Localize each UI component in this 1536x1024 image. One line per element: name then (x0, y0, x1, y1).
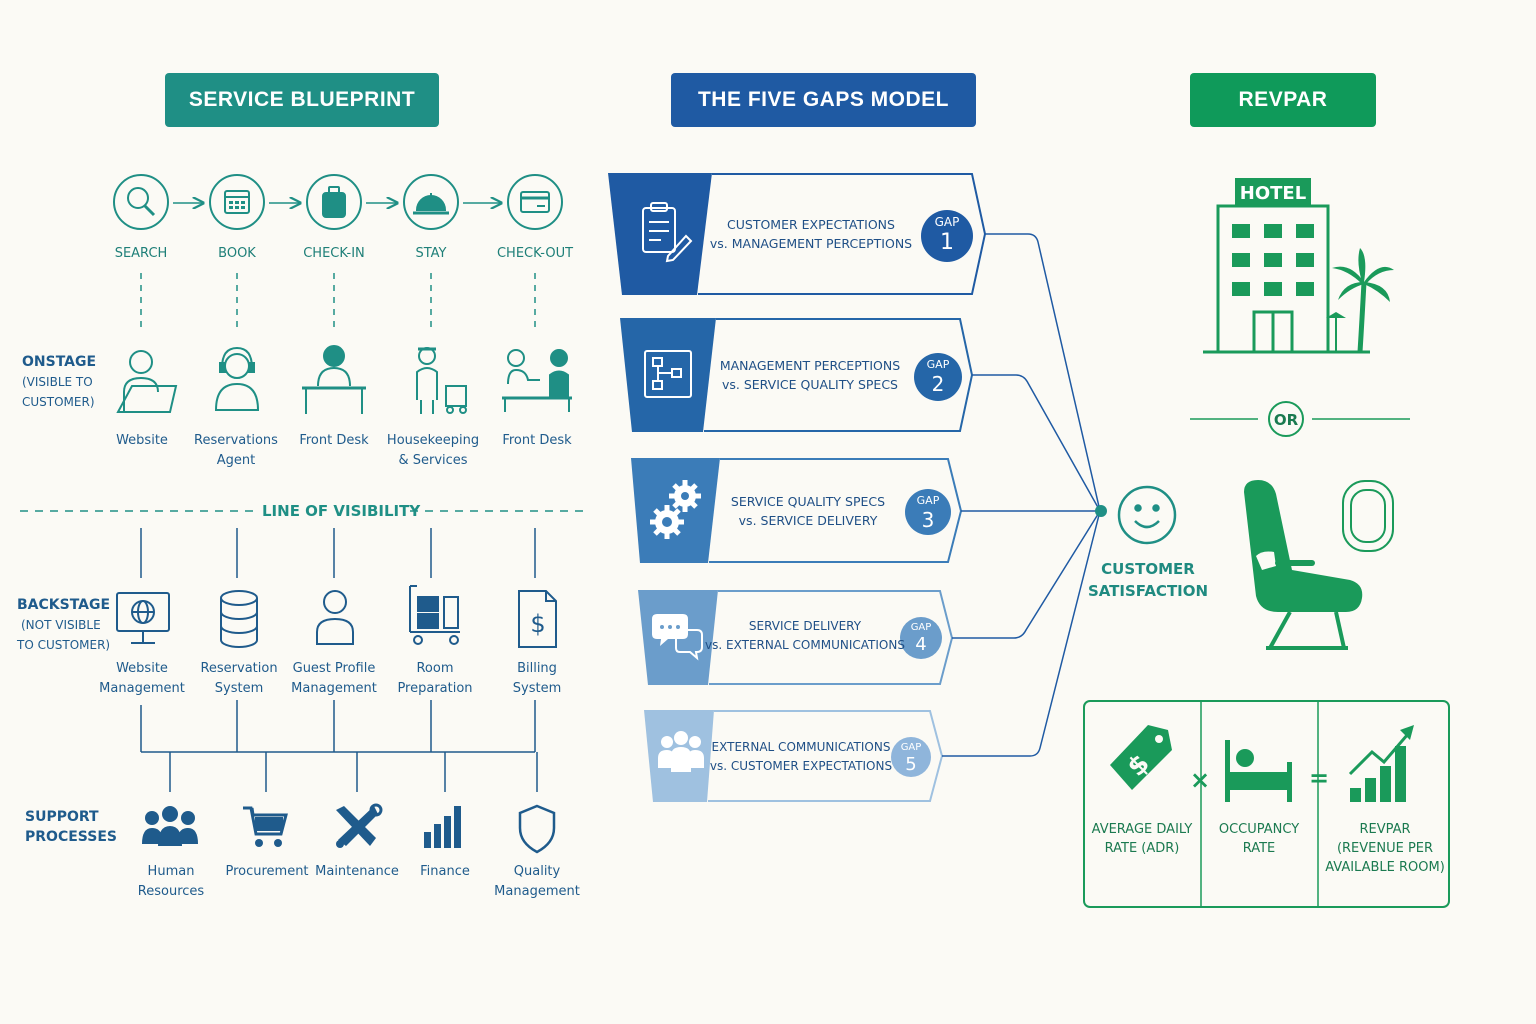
step-book-label: BOOK (218, 246, 256, 261)
support-maintenance-label: Maintenance (315, 864, 399, 879)
room-service-cart-icon (409, 585, 460, 645)
guest-profile-icon (316, 590, 354, 645)
gap-connectors (942, 233, 1101, 757)
revpar-formula-box (1083, 700, 1450, 908)
credit-card-icon (507, 174, 563, 230)
revpar-header: REVPAR (1190, 73, 1376, 127)
gap-2-row (620, 318, 974, 432)
airplane-seat-icon (1244, 480, 1363, 650)
housekeeper-cart-icon (416, 347, 467, 414)
database-icon (220, 590, 258, 648)
onstage-title: ONSTAGE (VISIBLE TO CUSTOMER) (22, 354, 97, 409)
calendar-icon (209, 174, 265, 230)
chat-bubbles-icon (652, 614, 703, 661)
backstage-title: BACKSTAGE (NOT VISIBLE TO CUSTOMER) (17, 597, 111, 652)
step-search-label: SEARCH (114, 246, 168, 261)
onstage-frontdesk-2-label: Front Desk (502, 433, 572, 448)
palm-tree-icon (1326, 248, 1394, 353)
checkout-desk-icon (502, 349, 572, 412)
smiley-face-icon (1117, 485, 1177, 545)
front-desk-clerk-icon (302, 345, 366, 414)
service-bell-icon (403, 174, 459, 230)
step-checkout-label: CHECK-OUT (496, 246, 574, 261)
human-resources-icon (142, 806, 198, 846)
finance-bar-chart-icon (424, 806, 461, 848)
connector-node (1095, 505, 1107, 517)
headset-agent-icon (214, 346, 260, 411)
website-management-icon (116, 592, 170, 644)
tools-icon (336, 803, 383, 848)
onstage-housekeeping-label: Housekeeping& Services (386, 433, 480, 468)
dollar-sign-icon: $ (530, 610, 545, 638)
hotel-bed-icon (1225, 740, 1292, 802)
shield-icon (518, 804, 556, 854)
clipboard-icon (642, 202, 693, 263)
flowchart-icon (644, 350, 692, 398)
gears-icon (650, 480, 701, 539)
five-gaps-header: THE FIVE GAPS MODEL (671, 73, 976, 127)
onstage-website-label: Website (116, 433, 168, 448)
equals-sign: = (1309, 764, 1329, 792)
price-tag-icon (1110, 725, 1172, 790)
person-laptop-icon (116, 350, 178, 413)
shopping-cart-icon (243, 806, 288, 847)
people-group-icon (658, 731, 704, 772)
airplane-window-icon (1342, 480, 1394, 552)
service-blueprint-header: SERVICE BLUEPRINT (165, 73, 439, 127)
hotel-sign: HOTEL (1240, 183, 1306, 204)
support-title: SUPPORT PROCESSES (25, 809, 117, 845)
or-label: OR (1274, 411, 1299, 429)
growth-chart-icon (1348, 725, 1414, 802)
gap-5-row (644, 710, 944, 802)
or-divider (1190, 401, 1410, 437)
onstage-frontdesk-label: Front Desk (299, 433, 369, 448)
step-checkin-label: CHECK-IN (303, 246, 365, 261)
step-stay-label: STAY (415, 246, 447, 261)
times-sign: × (1190, 766, 1210, 794)
support-finance-label: Finance (420, 864, 470, 879)
support-procurement-label: Procurement (225, 864, 309, 879)
gap-1-row (608, 173, 987, 295)
gap-3-row (631, 458, 963, 563)
luggage-icon (306, 174, 362, 230)
search-icon (113, 174, 169, 230)
billing-document-icon (518, 590, 557, 648)
hotel-building-icon (1203, 178, 1370, 354)
support-bus (140, 700, 538, 792)
line-of-visibility-label: LINE OF VISIBILITY (262, 502, 421, 520)
